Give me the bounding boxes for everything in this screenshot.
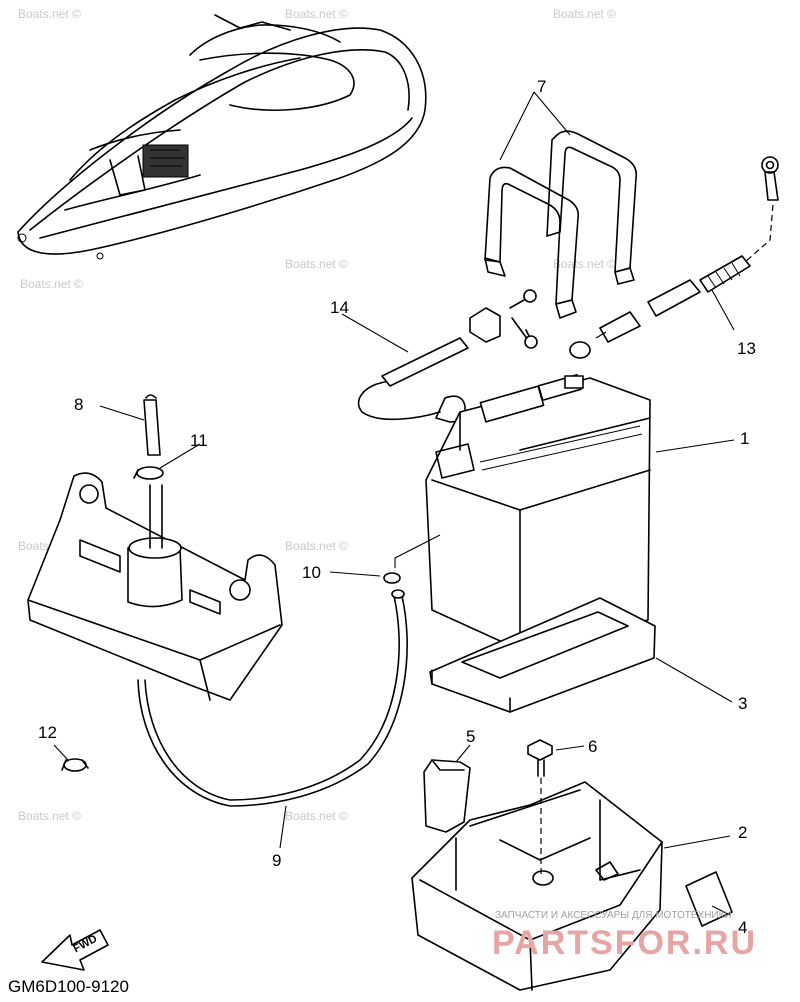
watermark: Boats.net ©	[18, 809, 81, 823]
leader-line	[341, 313, 409, 353]
forward-arrow-icon: FWD	[41, 929, 109, 971]
pad-part	[685, 871, 733, 927]
hose-clamp-part	[61, 758, 89, 772]
watermark: Boats.net ©	[285, 809, 348, 823]
callout-9[interactable]: 9	[272, 851, 281, 870]
callout-14[interactable]: 14	[330, 298, 349, 317]
hose-clamp-part	[133, 466, 164, 480]
leader-line	[53, 744, 69, 761]
watermark: Boats.net ©	[20, 277, 83, 291]
watermark: Boats.net ©	[18, 7, 81, 21]
battery-bracket-part	[27, 472, 283, 701]
callout-13[interactable]: 13	[737, 339, 756, 358]
battery-box-cover-part	[423, 759, 471, 833]
callout-6[interactable]: 6	[588, 737, 597, 756]
battery-pad-part	[429, 597, 656, 713]
watermark: Boats.net ©	[285, 257, 348, 271]
leader-line	[655, 657, 733, 703]
leader-line	[711, 905, 731, 916]
diagram-code: GM6D100-9120	[8, 977, 129, 996]
callout-10[interactable]: 10	[302, 563, 321, 582]
watermark: Boats.net ©	[285, 539, 348, 553]
leader-line	[329, 571, 381, 577]
brand-tagline: ЗАПЧАСТИ И АКСЕССУАРЫ ДЛЯ МОТОТЕХНИКИ	[495, 910, 732, 921]
vent-pipe-part	[143, 394, 161, 456]
leader-line	[159, 443, 201, 469]
callout-5[interactable]: 5	[466, 727, 475, 746]
battery-part	[425, 373, 651, 651]
leader-line	[663, 835, 731, 849]
callout-3[interactable]: 3	[738, 694, 747, 713]
leader-line	[655, 439, 735, 453]
leader-line	[99, 405, 145, 421]
watermark: Boats.net ©	[285, 7, 348, 21]
battery-box-part	[411, 781, 663, 991]
battery-band-part	[484, 130, 638, 319]
watermark: Boats.net ©	[553, 7, 616, 21]
watermark: Boats.net ©	[553, 257, 616, 271]
callout-1[interactable]: 1	[740, 429, 749, 448]
callout-4[interactable]: 4	[738, 918, 747, 937]
negative-cable-part	[357, 289, 538, 423]
callout-12[interactable]: 12	[38, 723, 57, 742]
watercraft-overview	[17, 14, 427, 260]
leader-line	[279, 805, 287, 849]
callout-8[interactable]: 8	[74, 395, 83, 414]
breather-hose-part	[137, 534, 441, 807]
leader-line	[499, 91, 571, 161]
brand-name: PARTSFOR.RU	[492, 924, 757, 962]
bolt-part	[527, 739, 553, 876]
brand-watermark: ЗАПЧАСТИ И АКСЕССУАРЫ ДЛЯ МОТОТЕХНИКИ PA…	[492, 910, 757, 962]
callout-2[interactable]: 2	[738, 823, 747, 842]
callout-7[interactable]: 7	[537, 77, 546, 96]
leader-line	[711, 289, 735, 331]
leader-line	[555, 745, 585, 751]
positive-cable-part	[569, 156, 779, 359]
callout-11[interactable]: 11	[190, 431, 208, 450]
leader-line	[455, 744, 471, 763]
